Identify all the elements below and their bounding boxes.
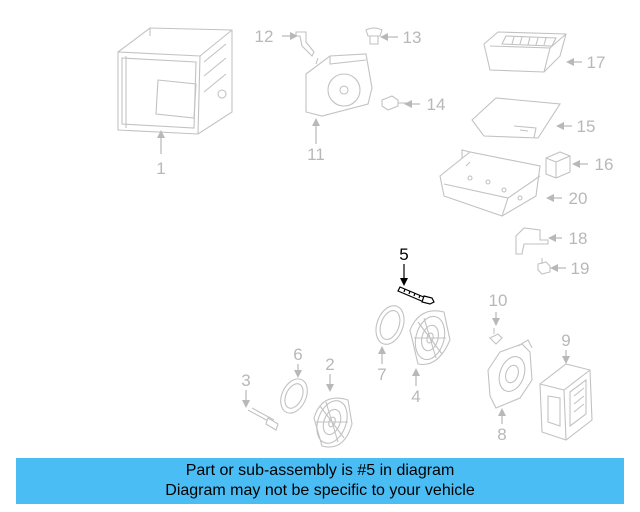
- part-7-ring-gasket[interactable]: [371, 302, 409, 348]
- part-10-clip[interactable]: [489, 328, 503, 345]
- callout-11[interactable]: 11: [307, 145, 325, 164]
- banner-line-disclaimer: Diagram may not be specific to your vehi…: [165, 482, 475, 499]
- callout-13[interactable]: 13: [403, 28, 422, 47]
- callout-20[interactable]: 20: [569, 189, 588, 208]
- leader-lines: [157, 32, 588, 424]
- callout-15[interactable]: 15: [577, 117, 596, 136]
- callout-17[interactable]: 17: [587, 53, 606, 72]
- part-15-control-module[interactable]: [471, 97, 561, 139]
- part-1-radio-unit[interactable]: [117, 27, 233, 135]
- callout-5[interactable]: 5: [399, 245, 408, 264]
- callout-labels: 1 2 3 4 5 6 7 8 9 10 11 12 13 14 15 16 1…: [156, 27, 613, 444]
- callout-1[interactable]: 1: [156, 159, 165, 178]
- part-12-bracket[interactable]: [295, 31, 315, 57]
- callout-19[interactable]: 19: [571, 259, 590, 278]
- banner-line-part-number: Part or sub-assembly is #5 in diagram: [185, 462, 455, 479]
- part-8-tweeter-housing[interactable]: [487, 339, 533, 409]
- part-13-clip[interactable]: [365, 27, 383, 45]
- part-4-speaker[interactable]: [409, 310, 451, 366]
- part-14-screw[interactable]: [381, 95, 408, 111]
- parts-diagram: 1 2 3 4 5 6 7 8 9 10 11 12 13 14 15 16 1…: [117, 27, 613, 448]
- callout-2[interactable]: 2: [325, 355, 334, 374]
- part-5-screw-highlighted[interactable]: [397, 286, 435, 305]
- callout-16[interactable]: 16: [595, 155, 614, 174]
- part-17-vent-module[interactable]: [483, 31, 567, 73]
- part-6-ring[interactable]: [276, 375, 313, 418]
- callout-10[interactable]: 10: [489, 291, 508, 310]
- part-11-speaker-housing[interactable]: [305, 53, 373, 117]
- callout-18[interactable]: 18: [569, 229, 588, 248]
- callout-3[interactable]: 3: [241, 371, 250, 390]
- callout-7[interactable]: 7: [377, 365, 386, 384]
- info-banner: Part or sub-assembly is #5 in diagram Di…: [16, 458, 624, 504]
- part-16-connector[interactable]: [545, 151, 571, 179]
- part-9-amplifier[interactable]: [539, 363, 593, 441]
- callout-9[interactable]: 9: [561, 331, 570, 350]
- part-19-bolt[interactable]: [537, 258, 551, 275]
- callout-14[interactable]: 14: [427, 95, 446, 114]
- callout-6[interactable]: 6: [293, 345, 302, 364]
- callout-4[interactable]: 4: [411, 387, 420, 406]
- callout-8[interactable]: 8: [497, 425, 506, 444]
- part-18-small-bracket[interactable]: [515, 227, 549, 255]
- callout-12[interactable]: 12: [255, 27, 274, 46]
- part-3-bolt[interactable]: [247, 407, 279, 431]
- part-2-speaker[interactable]: [311, 397, 353, 448]
- part-20-mounting-bracket[interactable]: [439, 149, 541, 217]
